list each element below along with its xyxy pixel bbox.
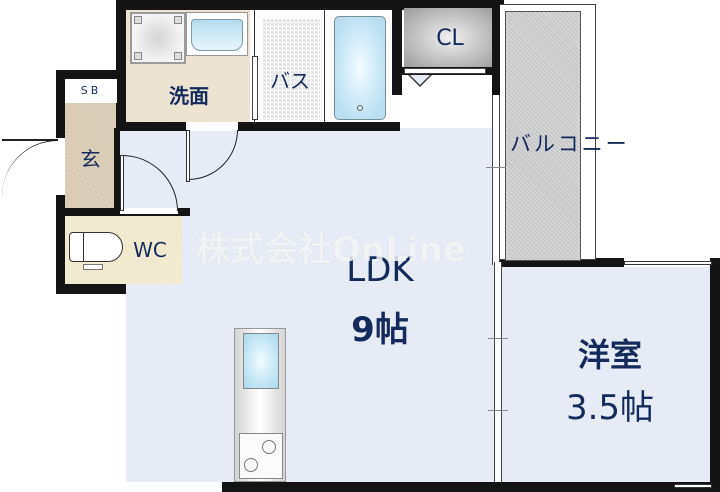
entrance: 玄	[65, 103, 116, 208]
kitchen-counter	[234, 328, 286, 482]
wall-western-top	[496, 258, 624, 267]
western-room-floor	[500, 267, 710, 482]
bath-label: バス	[270, 69, 310, 93]
closet-label: CL	[436, 26, 464, 51]
stove-icon	[239, 433, 283, 479]
balcony	[498, 4, 596, 261]
toilet-icon	[69, 232, 123, 262]
balcony-label: バルコニー	[510, 132, 630, 156]
wall-bath-bottom	[240, 122, 400, 131]
washroom-door-opening	[186, 122, 238, 131]
washing-machine-pan	[130, 12, 186, 64]
wall-balcony-left	[492, 0, 500, 95]
entrance-door[interactable]	[2, 140, 58, 196]
bathtub-icon	[334, 16, 386, 120]
kitchen-sink-icon	[243, 333, 279, 389]
western-window-top[interactable]	[624, 261, 712, 265]
toilet-label: WC	[133, 238, 167, 262]
wall-top	[116, 0, 504, 10]
wall-entry-left-bottom	[56, 195, 65, 293]
toilet-room: WC	[65, 216, 182, 284]
wall-right	[710, 258, 720, 492]
wall-entrance-right	[114, 128, 120, 208]
wc-door-opening	[120, 208, 178, 214]
entrance-label: 玄	[80, 147, 101, 171]
shoe-box: SB	[65, 79, 117, 103]
balcony-sash-window[interactable]	[492, 95, 500, 265]
wash-basin-icon	[186, 12, 248, 56]
washroom-label: 洗面	[169, 84, 209, 108]
washroom: 洗面	[126, 10, 250, 122]
western-room-label: 洋室	[577, 336, 642, 374]
bath-door[interactable]	[252, 56, 258, 120]
bath-floor-grid	[262, 18, 320, 120]
bath-room: バス	[254, 10, 392, 122]
shoe-box-label: SB	[80, 84, 102, 97]
wall-sb-top	[56, 70, 126, 79]
western-window-bottom[interactable]	[674, 484, 712, 488]
ldk-size: 9帖	[351, 310, 409, 350]
western-room-size: 3.5帖	[565, 388, 655, 428]
wall-entry-left-top	[56, 70, 65, 138]
ldk-label: LDK	[346, 250, 414, 290]
closet: CL	[404, 8, 496, 68]
wall-bottom	[222, 482, 720, 492]
wall-cl-right	[392, 0, 402, 95]
watermark: 株式会社OnLine	[196, 230, 466, 270]
closet-door[interactable]	[404, 68, 486, 74]
western-room-sliding-door[interactable]	[494, 262, 502, 482]
wall-left-upper	[116, 0, 126, 130]
